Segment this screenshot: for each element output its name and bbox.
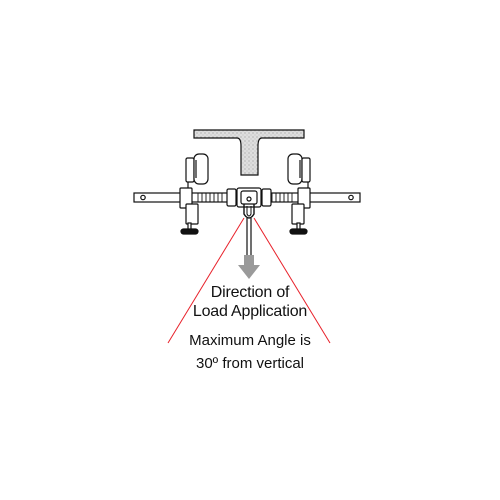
max-angle-label-line1: Maximum Angle is — [189, 332, 311, 349]
beam-clamp-trolley-icon — [133, 153, 361, 255]
load-direction-arrow-icon — [238, 255, 260, 279]
max-angle-label-line2: 30º from vertical — [195, 355, 304, 372]
max-angle-line-left — [167, 217, 245, 344]
direction-label-line2: Load Application — [192, 303, 308, 320]
i-beam-icon — [193, 129, 305, 176]
max-angle-lines — [167, 217, 331, 344]
direction-label-line1: Direction of — [210, 284, 290, 301]
max-angle-line-right — [253, 217, 331, 344]
